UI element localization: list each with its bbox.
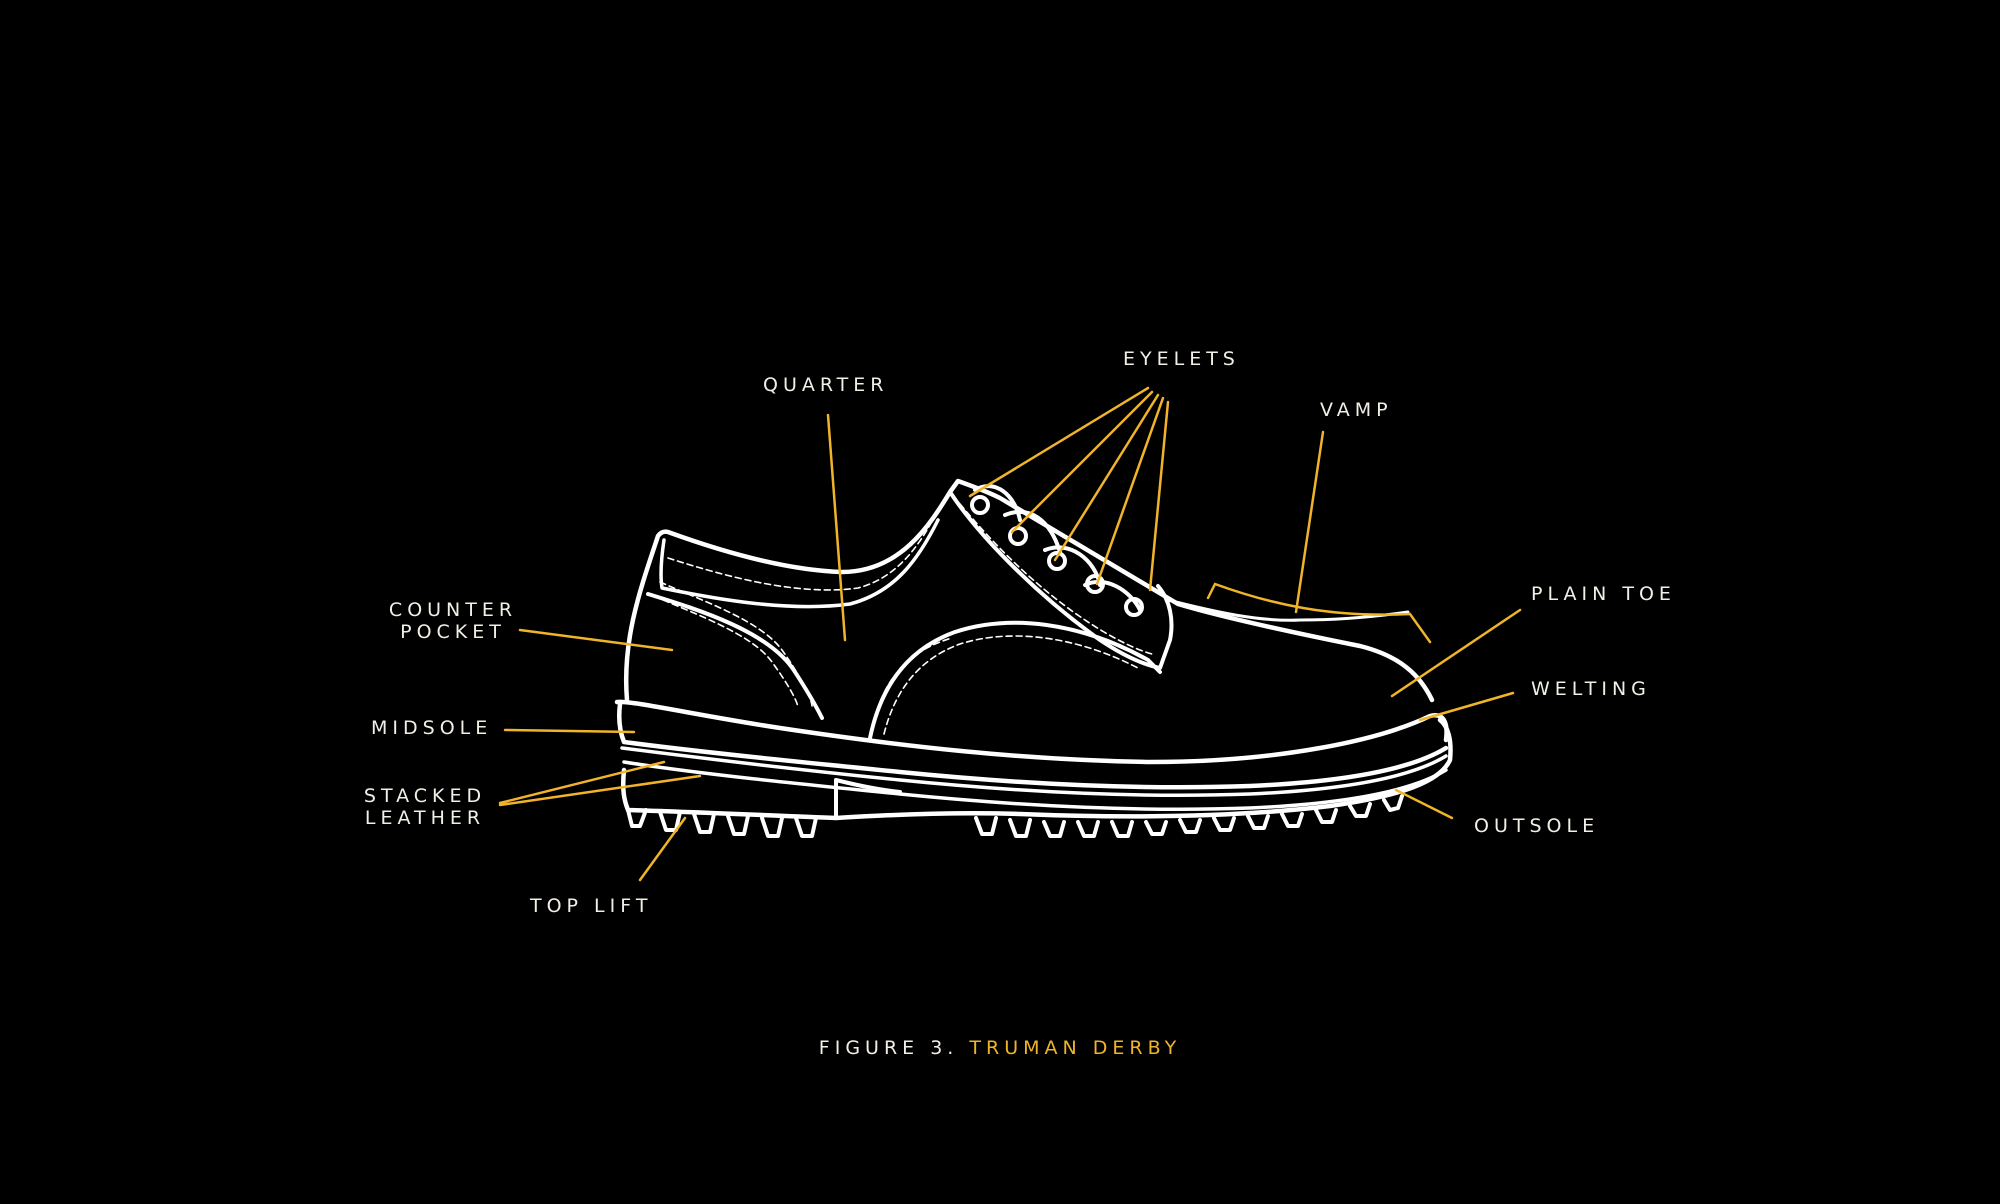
leader-stacked-2 (498, 774, 702, 807)
leader-eyelet-4 (1095, 396, 1165, 586)
quarter-seam (868, 620, 1162, 740)
label-outsole: OUTSOLE (1474, 815, 1600, 837)
figure-caption: FIGURE 3. TRUMAN DERBY (0, 1037, 2000, 1059)
eyelet-3 (1047, 551, 1067, 571)
leader-stacked-1 (498, 760, 666, 805)
vamp-bracket (1206, 582, 1432, 644)
stacked-layer-1 (620, 746, 1448, 797)
label-midsole: MIDSOLE (371, 717, 493, 739)
label-counter-pocket: COUNTER POCKET (378, 599, 528, 643)
leader-quarter (826, 413, 847, 642)
leader-welting (1418, 691, 1515, 722)
counter-stitching-inner (653, 595, 799, 709)
leader-top-lift (638, 816, 687, 882)
leader-counter-pocket (518, 628, 674, 652)
label-counter-pocket-line2: POCKET (400, 621, 506, 643)
caption-prefix: FIGURE 3. (818, 1037, 959, 1059)
label-counter-pocket-line1: COUNTER (388, 599, 518, 621)
quarter-stitching-2 (871, 637, 953, 731)
label-stacked-leather-line1: STACKED (363, 785, 487, 807)
heel-tread (626, 808, 818, 838)
eyelet-2 (1008, 526, 1028, 546)
leader-eyelet-1 (968, 386, 1150, 498)
leader-plain-toe (1390, 608, 1522, 698)
quarter-stitching-1 (883, 635, 1139, 735)
leader-outsole (1394, 788, 1454, 820)
lace-facing-stitching (959, 503, 1153, 655)
shoe-upper-outline (623, 478, 1435, 703)
welt-top (614, 699, 1449, 765)
eyelet-1 (970, 495, 990, 515)
lace-facing (948, 490, 1174, 670)
shoe-illustration (614, 478, 1453, 838)
label-stacked-leather-line2: LEATHER (364, 807, 486, 829)
leader-eyelet-3 (1053, 393, 1160, 562)
label-vamp: VAMP (1320, 399, 1393, 421)
laces (973, 484, 1142, 612)
leader-eyelet-2 (1010, 390, 1154, 534)
heel-block (834, 778, 902, 820)
counter-seam (646, 592, 824, 720)
leader-vamp (1294, 430, 1325, 614)
label-quarter: QUARTER (763, 374, 889, 396)
stacked-layer-2 (622, 760, 1448, 811)
eyelet-5 (1124, 597, 1144, 617)
label-stacked-leather: STACKED LEATHER (360, 785, 490, 829)
eyelet-4 (1085, 574, 1105, 594)
midsole-band (616, 701, 1449, 790)
label-eyelets: EYELETS (1123, 348, 1240, 370)
label-plain-toe: PLAIN TOE (1531, 583, 1676, 605)
label-welting: WELTING (1531, 678, 1651, 700)
leader-eyelet-5 (1148, 400, 1170, 592)
toe-cap-line (1166, 598, 1410, 622)
collar-stitching (667, 513, 937, 591)
leader-lines (498, 386, 1522, 882)
label-top-lift: TOP LIFT (530, 895, 653, 917)
caption-name: TRUMAN DERBY (969, 1037, 1182, 1059)
shoe-collar-rim (659, 518, 940, 609)
leader-midsole (503, 728, 636, 734)
forefoot-tread (974, 794, 1404, 838)
